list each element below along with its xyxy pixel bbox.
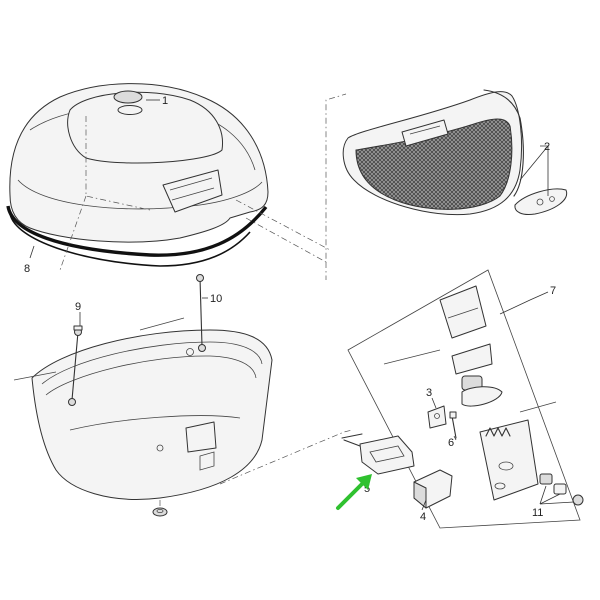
hinge-rod-left — [68, 325, 83, 406]
lid-logo-badge — [113, 90, 143, 115]
assembly-guide-lines — [59, 93, 353, 506]
lock-assembly-group — [341, 269, 584, 529]
callout-9: 9 — [75, 301, 81, 313]
top-case-lid — [6, 83, 269, 267]
callout-6: 6 — [448, 437, 454, 449]
leader-lines — [29, 99, 575, 511]
latch-hook-5 — [343, 435, 415, 475]
lid-gasket-band — [6, 205, 268, 257]
base-foot-bumper — [152, 507, 168, 517]
catch-block-4 — [413, 469, 453, 509]
callout-7: 7 — [550, 285, 556, 297]
callout-10: 10 — [210, 293, 222, 305]
green-pointer-arrow — [336, 474, 372, 510]
backrest-frame — [483, 89, 524, 197]
backrest-assembly — [342, 89, 568, 216]
callout-2: 2 — [544, 141, 550, 153]
callout-3: 3 — [426, 387, 432, 399]
callout-11: 11 — [532, 507, 543, 519]
hinge-rod-right — [196, 274, 206, 352]
callout-8: 8 — [24, 263, 30, 275]
callout-4: 4 — [420, 511, 426, 523]
top-case-base — [31, 329, 273, 517]
callout-1: 1 — [162, 95, 168, 107]
